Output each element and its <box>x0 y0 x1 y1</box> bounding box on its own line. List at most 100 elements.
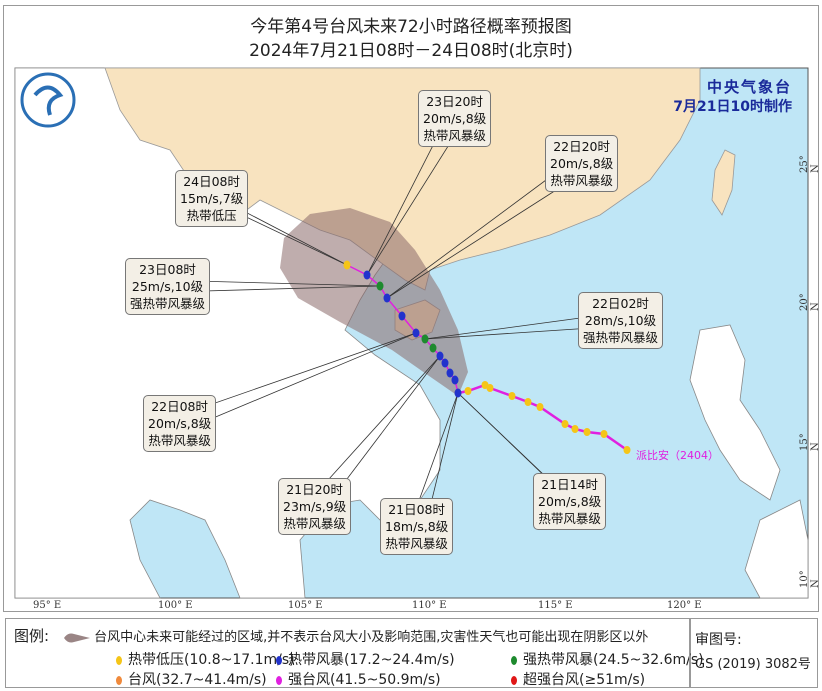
callout-wind: 20m/s,8级 <box>423 111 487 126</box>
past-track-point <box>486 384 494 392</box>
past-track-point <box>571 425 579 433</box>
forecast-track-point <box>436 351 444 361</box>
past-track-point <box>464 387 472 395</box>
callout-category: 热带风暴级 <box>148 433 211 448</box>
leader-line <box>186 332 417 430</box>
lon-label: 100° E <box>158 600 193 611</box>
forecast-callout: 21日08时 18m/s,8级热带风暴级 <box>380 498 454 555</box>
callout-category: 强热带风暴级 <box>583 330 659 345</box>
philippines-land <box>689 324 809 599</box>
callout-time: 24日08时 <box>183 174 241 189</box>
typhoon-name-label: 派比安（2404） <box>636 449 719 462</box>
legend-item-label: 热带低压(10.8~17.1m/s) <box>128 652 295 668</box>
forecast-track-point <box>454 388 462 398</box>
callout-category: 热带风暴级 <box>423 128 486 143</box>
intensity-dot-icon <box>511 675 517 685</box>
map-frame <box>3 5 819 612</box>
lon-label: 105° E <box>288 600 323 611</box>
callout-time: 23日08时 <box>139 262 196 277</box>
legend-item: 超强台风(≥51m/s) <box>511 669 645 689</box>
forecast-track-point <box>451 375 459 385</box>
lat-label: 20° N <box>799 293 821 311</box>
legend-cone-item: 台风中心未来可能经过的区域,并不表示台风大小及影响范围,灾害性天气也可能出现在阴… <box>64 626 648 645</box>
forecast-callout: 22日02时 28m/s,10级强热带风暴级 <box>578 292 664 349</box>
legend-item: 热带风暴(17.2~24.4m/s) <box>276 649 455 669</box>
legend-item: 台风(32.7~41.4m/s) <box>116 669 267 689</box>
map-subtitle: 2024年7月21日08时－24日08时(北京时) <box>249 41 573 61</box>
past-track-point <box>508 392 516 400</box>
callout-time: 22日20时 <box>553 139 611 154</box>
callout-wind: 20m/s,8级 <box>538 494 602 509</box>
past-track-point <box>561 420 569 428</box>
intensity-dot-icon <box>276 655 282 665</box>
lat-label: 10° N <box>799 570 821 588</box>
forecast-track-point <box>376 281 384 291</box>
legend: 图例: 台风中心未来可能经过的区域,并不表示台风大小及影响范围,灾害性天气也可能… <box>5 618 704 689</box>
legend-item-label: 台风(32.7~41.4m/s) <box>128 672 267 688</box>
forecast-track-point <box>429 343 437 353</box>
taiwan-island <box>711 149 736 216</box>
lat-label: 25° N <box>799 155 821 173</box>
past-track-point <box>583 428 591 436</box>
callout-time: 22日08时 <box>151 399 209 414</box>
callout-wind: 28m/s,10级 <box>584 313 657 328</box>
issue-time: 7月21日10时制作 <box>673 99 792 115</box>
intensity-dot-icon <box>116 675 122 685</box>
callout-wind: 23m/s,9级 <box>283 499 347 514</box>
lon-label: 115° E <box>538 600 573 611</box>
forecast-callout: 21日14时 20m/s,8级热带风暴级 <box>533 473 607 530</box>
past-track-point <box>600 430 608 438</box>
past-track-point <box>536 403 544 411</box>
callout-time: 22日02时 <box>592 296 649 311</box>
legend-item: 热带低压(10.8~17.1m/s) <box>116 649 295 669</box>
lon-label: 110° E <box>412 600 447 611</box>
intensity-dot-icon <box>116 655 122 665</box>
legend-item: 强热带风暴(24.5~32.6m/s) <box>511 649 704 669</box>
forecast-track-point <box>421 334 429 344</box>
forecast-callout: 23日20时 20m/s,8级热带风暴级 <box>418 90 492 147</box>
legend-item-label: 热带风暴(17.2~24.4m/s) <box>288 652 455 668</box>
lat-label: 15° N <box>799 433 821 451</box>
forecast-track-point <box>446 368 454 378</box>
legend-item-label: 超强台风(≥51m/s) <box>523 672 646 688</box>
approval-number: GS (2019) 3082号 <box>695 657 811 672</box>
cma-logo-mark <box>33 85 64 116</box>
forecast-callout: 23日08时 25m/s,10级强热带风暴级 <box>125 258 211 315</box>
intensity-dot-icon <box>276 675 282 685</box>
intensity-dot-icon <box>511 655 517 665</box>
callout-wind: 18m/s,8级 <box>385 519 449 534</box>
callout-category: 热带低压 <box>186 208 237 223</box>
callout-time: 23日20时 <box>426 94 484 109</box>
cma-logo-icon <box>20 72 76 128</box>
callout-time: 21日20时 <box>286 482 344 497</box>
forecast-track-point <box>383 293 391 303</box>
callout-wind: 15m/s,7级 <box>180 191 244 206</box>
legend-item: 强台风(41.5~50.9m/s) <box>276 669 441 689</box>
approval-label: 审图号: <box>695 632 742 648</box>
callout-time: 21日08时 <box>388 502 446 517</box>
forecast-track-point <box>398 311 406 321</box>
callout-category: 热带风暴级 <box>538 511 601 526</box>
callout-category: 强热带风暴级 <box>130 296 206 311</box>
map-title: 今年第4号台风未来72小时路径概率预报图 <box>250 17 572 37</box>
callout-wind: 20m/s,8级 <box>550 156 614 171</box>
forecast-track-point <box>412 328 420 338</box>
legend-item-label: 强热带风暴(24.5~32.6m/s) <box>523 652 704 668</box>
cone-swatch-icon <box>64 633 90 642</box>
forecast-callout: 22日20时 20m/s,8级热带风暴级 <box>545 135 619 192</box>
callout-time: 21日14时 <box>541 477 599 492</box>
legend-item-label: 强台风(41.5~50.9m/s) <box>288 672 441 688</box>
lon-label: 120° E <box>667 600 702 611</box>
approval-box: 审图号: GS (2019) 3082号 <box>689 618 818 688</box>
past-track-point <box>623 446 631 454</box>
agency-name: 中央气象台 <box>706 78 792 96</box>
past-track-point <box>524 398 532 406</box>
lon-label: 95° E <box>33 600 62 611</box>
forecast-track-point <box>363 270 371 280</box>
leader-line <box>366 123 463 276</box>
callout-category: 热带风暴级 <box>385 536 448 551</box>
callout-category: 热带风暴级 <box>550 173 613 188</box>
callout-wind: 25m/s,10级 <box>131 279 204 294</box>
legend-title: 图例: <box>14 627 50 645</box>
